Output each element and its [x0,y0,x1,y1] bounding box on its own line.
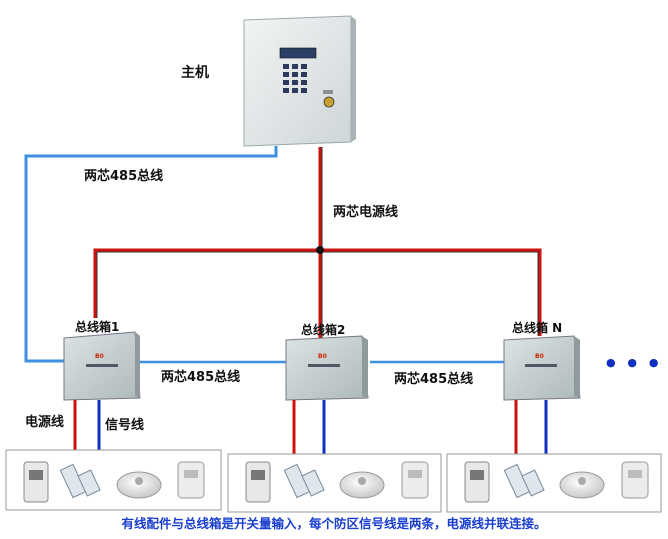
device-panel-2 [227,453,442,513]
host-label: 主机 [181,65,209,81]
device-panel-n [446,453,662,513]
box2-label: 总线箱2 [301,323,346,337]
ellipsis-indicator: ● ● ● [606,356,663,369]
boxn-label: 总线箱 N [512,321,563,335]
host-panel [243,15,356,147]
bus485-host-line [24,146,278,363]
power-line-label: 两芯电源线 [333,205,399,220]
bus485-top-label: 两芯485总线 [84,169,164,184]
bus485-mid2-label: 两芯485总线 [394,372,474,387]
device-panel-1 [5,449,222,511]
signal-line-label: 信号线 [105,418,145,433]
bus-box-1: B0 [63,331,141,401]
box1-label: 总线箱1 [75,320,120,334]
svg-text:B0: B0 [535,353,544,360]
bus-box-n: B0 [503,335,581,401]
svg-text:B0: B0 [318,353,327,360]
power-junction [316,246,324,254]
svg-text:B0: B0 [95,353,104,360]
bus-box-2: B0 [285,335,369,401]
power-line-drop-label: 电源线 [25,415,65,430]
power-trunk-shadow [96,147,539,342]
drop-wires [73,400,548,457]
bus485-mid1-label: 两芯485总线 [161,370,241,385]
footer-caption: 有线配件与总线箱是开关量输入，每个防区信号线是两条，电源线并联连接。 [121,516,547,531]
